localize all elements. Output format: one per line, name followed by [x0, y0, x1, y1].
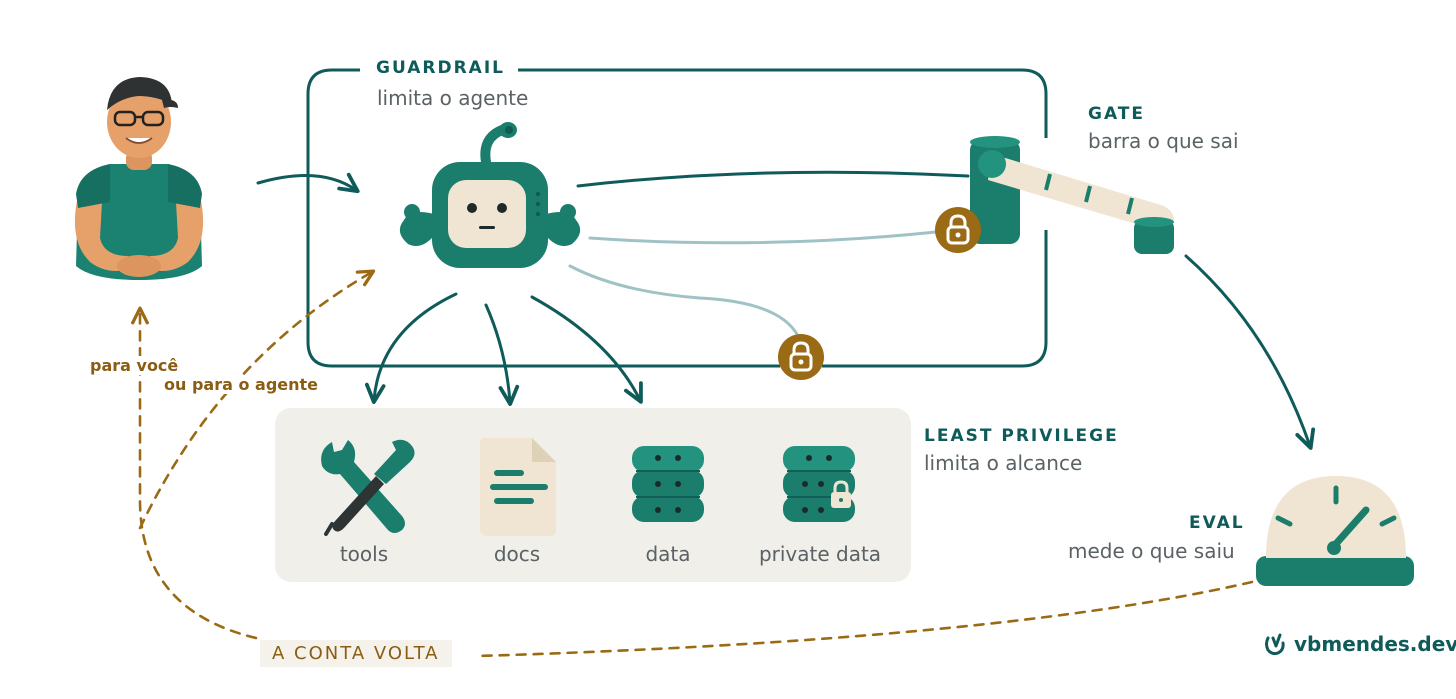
guardrail-title: GUARDRAIL — [376, 58, 505, 78]
agent-to-tools-arrow — [365, 292, 458, 404]
resource-label-tools: tools — [339, 542, 389, 566]
gate-barrier — [970, 136, 1174, 254]
resource-label-docs: docs — [493, 542, 541, 566]
agent-to-gate-line — [576, 170, 970, 188]
brand[interactable]: vbmendes.dev — [1264, 632, 1456, 656]
gate-title: GATE — [1088, 104, 1145, 124]
eval-title: EVAL — [1189, 513, 1245, 533]
agent-to-docs-arrow — [484, 303, 520, 406]
least-privilege-title: LEAST PRIVILEGE — [924, 426, 1119, 446]
resource-label-data: data — [645, 542, 691, 566]
gate-lock-icon — [935, 207, 981, 253]
database-icon — [632, 446, 704, 522]
user-to-agent-arrow — [256, 172, 360, 194]
guardrail-boundary — [306, 68, 1048, 368]
resource-label-private-data: private data — [758, 542, 882, 566]
agent-to-gate-lock-line — [588, 230, 938, 245]
feedback-to-agent: ou para o agente — [158, 375, 325, 394]
least-privilege-subtitle: limita o alcance — [924, 451, 1083, 475]
gate-to-eval-arrow — [1184, 254, 1316, 450]
agent-robot — [399, 122, 581, 268]
eval-subtitle: mede o que saiu — [1068, 539, 1235, 563]
gate-subtitle: barra o que sai — [1088, 129, 1239, 153]
boundary-lock-icon — [778, 334, 824, 380]
wrench-screwdriver-icon — [321, 439, 415, 536]
agent-to-data-arrow — [530, 295, 643, 404]
user-avatar — [74, 77, 204, 280]
guardrail-subtitle: limita o agente — [377, 86, 529, 110]
document-icon — [480, 438, 556, 536]
eval-gauge — [1256, 476, 1414, 586]
feedback-return-label: A CONTA VOLTA — [260, 640, 452, 667]
database-lock-icon — [783, 446, 855, 522]
return-to-you-dashed — [131, 306, 258, 640]
feedback-to-you: para você — [84, 356, 185, 375]
eval-to-return-dashed — [476, 580, 1254, 658]
brand-name: vbmendes.dev — [1294, 632, 1456, 656]
agent-to-boundary-lock-line — [568, 264, 800, 338]
vbmendes-logo-icon — [1265, 633, 1285, 656]
guardrail-label: GUARDRAIL — [366, 56, 515, 80]
